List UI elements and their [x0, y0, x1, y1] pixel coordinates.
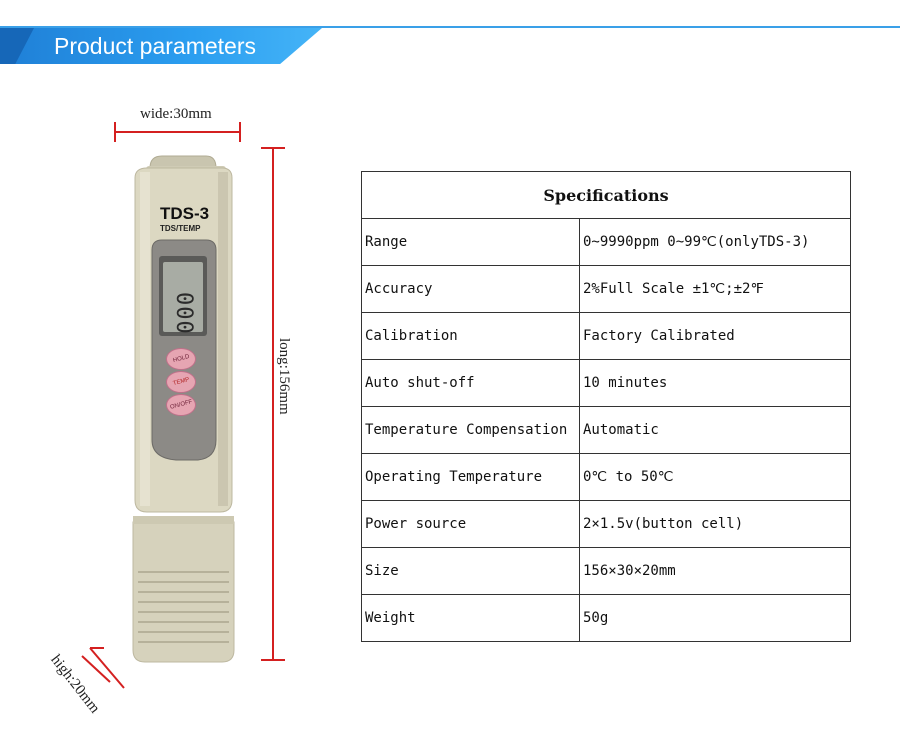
specifications-table: Specifications Range 0~9990ppm 0~99℃(onl…	[361, 171, 851, 642]
temp-button-label: TEMP	[172, 376, 190, 388]
spec-value: 0~9990ppm 0~99℃(onlyTDS-3)	[579, 218, 851, 266]
table-title: Specifications	[361, 171, 851, 219]
header-ribbon	[0, 28, 322, 64]
power-button-label: ON/OFF	[169, 399, 193, 411]
width-label: wide:30mm	[140, 106, 212, 122]
header-banner: Product parameters	[0, 0, 900, 90]
spec-label: Accuracy	[361, 265, 580, 313]
spec-label: Size	[361, 547, 580, 595]
length-dimension-line	[261, 147, 285, 661]
spec-label: Power source	[361, 500, 580, 548]
spec-value: Factory Calibrated	[579, 312, 851, 360]
spec-label: Range	[361, 218, 580, 266]
spec-label: Auto shut-off	[361, 359, 580, 407]
spec-value: 0℃ to 50℃	[579, 453, 851, 501]
temp-button[interactable]: TEMP	[166, 371, 196, 393]
model-label: TDS-3	[160, 204, 210, 223]
model-sublabel: TDS/TEMP	[160, 224, 201, 233]
length-label: long:156mm	[276, 338, 292, 415]
spec-label: Temperature Compensation	[361, 406, 580, 454]
hold-button[interactable]: HOLD	[166, 348, 196, 370]
header-rule	[0, 26, 900, 28]
table-row: Size 156×30×20mm	[361, 547, 851, 595]
table-row: Auto shut-off 10 minutes	[361, 359, 851, 407]
page-title: Product parameters	[54, 33, 256, 59]
table-row: Accuracy 2%Full Scale ±1℃;±2℉	[361, 265, 851, 313]
table-row: Power source 2×1.5v(button cell)	[361, 500, 851, 548]
spec-label: Weight	[361, 594, 580, 642]
spec-value: 50g	[579, 594, 851, 642]
height-dimension-line	[81, 647, 125, 689]
width-dimension-line	[114, 122, 241, 142]
table-row: Range 0~9990ppm 0~99℃(onlyTDS-3)	[361, 218, 851, 266]
table-row: Weight 50g	[361, 594, 851, 642]
spec-label: Calibration	[361, 312, 580, 360]
spec-label: Operating Temperature	[361, 453, 580, 501]
power-button[interactable]: ON/OFF	[166, 394, 196, 416]
spec-value: 2×1.5v(button cell)	[579, 500, 851, 548]
table-header-row: Specifications	[361, 171, 851, 219]
table-row: Temperature Compensation Automatic	[361, 406, 851, 454]
spec-value: 156×30×20mm	[579, 547, 851, 595]
hold-button-label: HOLD	[172, 353, 190, 365]
spec-value: 2%Full Scale ±1℃;±2℉	[579, 265, 851, 313]
spec-value: Automatic	[579, 406, 851, 454]
table-row: Operating Temperature 0℃ to 50℃	[361, 453, 851, 501]
spec-value: 10 minutes	[579, 359, 851, 407]
lcd-digits: 000	[171, 292, 196, 335]
table-row: Calibration Factory Calibrated	[361, 312, 851, 360]
